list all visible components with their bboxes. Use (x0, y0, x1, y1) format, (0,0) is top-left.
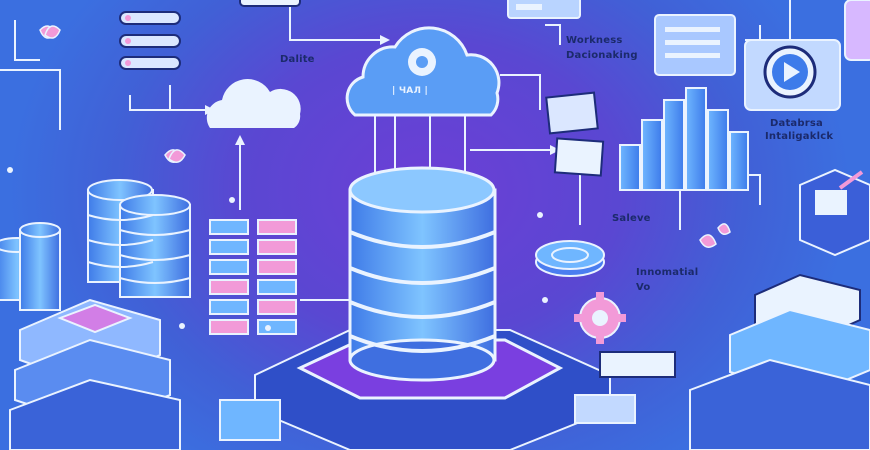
disc-icon (535, 240, 605, 277)
label-cloud: | ЧАЛ | (392, 86, 428, 96)
device-right (574, 351, 676, 424)
gear-icon (574, 292, 626, 344)
database-icon (87, 179, 191, 298)
toggle-list (119, 11, 181, 70)
mini-panel (219, 399, 281, 441)
edge-card (844, 0, 870, 61)
server-icon (689, 273, 870, 450)
label-intaligaklck: Intaligaklck (765, 131, 834, 142)
pill-list (209, 219, 297, 335)
label-dacionaking: Dacionaking (566, 50, 638, 61)
label-innomatial: Innomatial (636, 267, 699, 278)
label-databrsa: Databrsa (770, 118, 823, 129)
leaf-icon (39, 25, 731, 248)
play-card (744, 39, 841, 111)
label-dalite: Dalite (280, 54, 315, 65)
web-panel (507, 0, 581, 19)
play-icon (784, 62, 800, 82)
tablet-icon (799, 168, 870, 257)
main-cloud (345, 26, 501, 117)
list-card (654, 14, 736, 76)
server-stack-left (9, 298, 181, 450)
central-database (348, 166, 497, 382)
cloud-icon (206, 79, 301, 128)
small-db (0, 222, 61, 311)
bar-chart-icon (619, 87, 749, 191)
sparkles (7, 167, 548, 331)
label-workness: Workness (566, 35, 623, 46)
document-stack (545, 91, 605, 177)
label-vo: Vo (636, 282, 651, 293)
top-box (239, 0, 301, 7)
label-saleve: Saleve (612, 213, 651, 224)
